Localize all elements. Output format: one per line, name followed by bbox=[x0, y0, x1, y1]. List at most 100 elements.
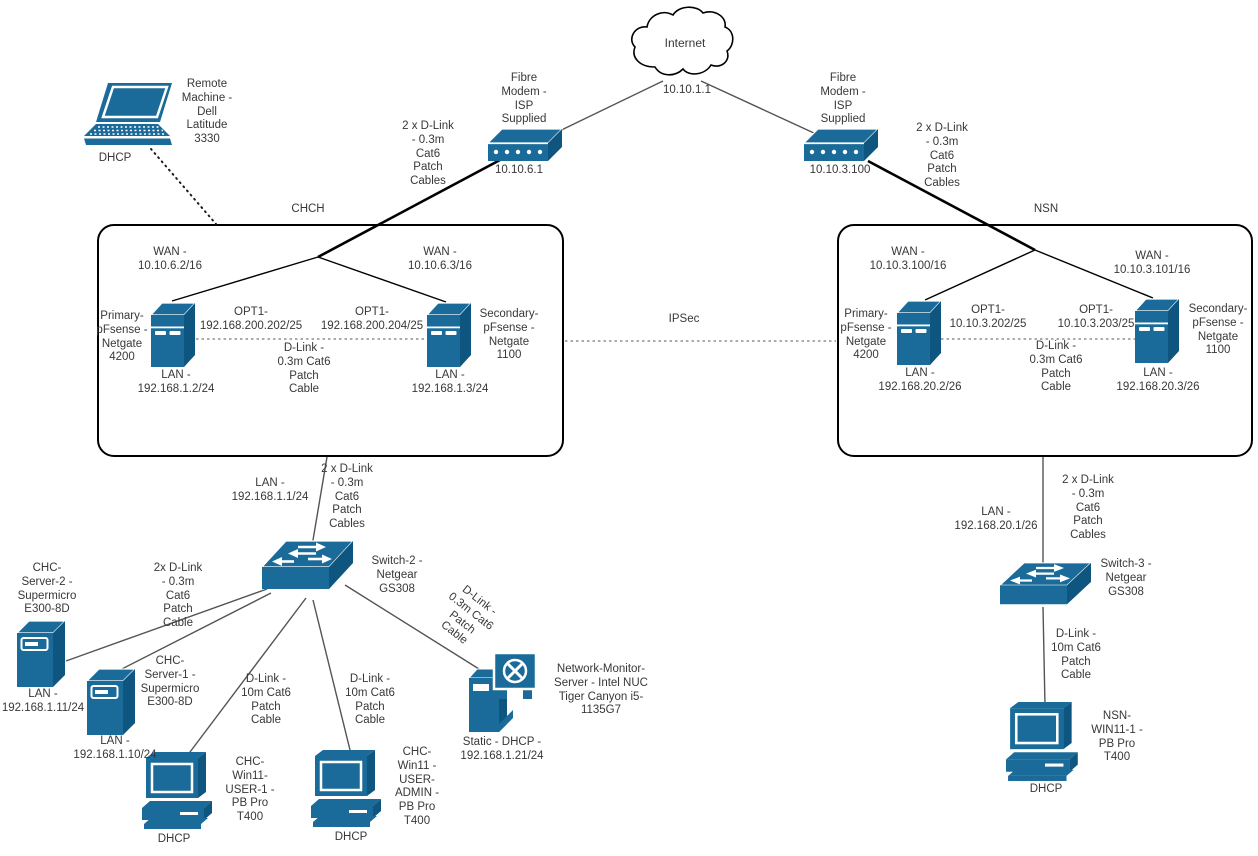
edge-chch-lan-switch2 bbox=[311, 456, 328, 547]
remote-laptop-node[interactable] bbox=[84, 82, 178, 152]
network-monitor-server-label: Network-Monitor- Server - Intel NUC Tige… bbox=[554, 663, 648, 717]
nsn-lan-gateway-label: LAN - 192.168.20.1/26 bbox=[954, 506, 1038, 532]
edge-switch2-user1 bbox=[186, 597, 307, 757]
firewall-tower-icon bbox=[896, 300, 942, 365]
chch-secondary-label: Secondary- pFsense - Netgate 1100 bbox=[479, 308, 539, 362]
chch-primary-pfsense-node[interactable] bbox=[150, 302, 196, 368]
admin-cable-label: D-Link - 10m Cat6 Patch Cable bbox=[345, 673, 395, 727]
modem-nsn-cable-label: 2 x D-Link - 0.3m Cat6 Patch Cables bbox=[916, 122, 968, 190]
chc-win11-user1-dhcp-label: DHCP bbox=[157, 833, 191, 845]
edge-remote-vpn bbox=[150, 148, 217, 225]
nsn-switch-cables-label: 2 x D-Link - 0.3m Cat6 Patch Cables bbox=[1062, 474, 1114, 542]
user1-cable-label: D-Link - 10m Cat6 Patch Cable bbox=[241, 673, 291, 727]
nsn-primary-label: Primary- pFsense - Netgate 4200 bbox=[840, 308, 892, 362]
edge-wan-chch-secondary bbox=[317, 256, 447, 303]
edge-wan-nsn-primary bbox=[924, 249, 1036, 301]
chc-win11-admin-node[interactable] bbox=[311, 750, 389, 828]
switch3-label: Switch-3 - Netgear GS308 bbox=[1100, 558, 1152, 598]
chch-sync-cable-label: D-Link - 0.3m Cat6 Patch Cable bbox=[277, 342, 331, 396]
chc-server2-node[interactable] bbox=[16, 620, 66, 688]
network-monitor-server-node[interactable] bbox=[468, 652, 538, 734]
internet-cloud-node[interactable] bbox=[625, 3, 737, 83]
fibre-modem-chch-node[interactable] bbox=[487, 128, 563, 164]
modem-nsn-ip-label: 10.10.3.100 bbox=[809, 164, 871, 176]
switch-icon bbox=[262, 540, 354, 589]
modem-chch-label: Fibre Modem - ISP Supplied bbox=[501, 72, 547, 126]
chch-site-title: CHCH bbox=[291, 203, 325, 215]
internet-label: Internet bbox=[664, 36, 706, 50]
firewall-tower-icon bbox=[426, 302, 472, 367]
nsn-secondary-pfsense-node[interactable] bbox=[1134, 298, 1180, 364]
chch-secondary-pfsense-node[interactable] bbox=[426, 302, 472, 368]
edge-internet-modem-nsn bbox=[700, 80, 817, 135]
nsn-secondary-wan-label: WAN - 10.10.3.101/16 bbox=[1113, 250, 1191, 276]
chch-secondary-lan-label: LAN - 192.168.1.3/24 bbox=[411, 369, 489, 395]
chc-win11-admin-label: CHC- Win11 - USER- ADMIN - PB Pro T400 bbox=[394, 746, 440, 827]
chc-server1-label: CHC- Server-1 - Supermicro E300-8D bbox=[140, 655, 200, 709]
chch-site-box bbox=[97, 224, 564, 457]
switch3-node[interactable] bbox=[1000, 562, 1092, 612]
chc-win11-user1-node[interactable] bbox=[142, 752, 220, 830]
chc-win11-admin-dhcp-label: DHCP bbox=[334, 831, 368, 843]
cloud-icon bbox=[631, 6, 734, 76]
nsn-site-title: NSN bbox=[1033, 203, 1059, 215]
edge-wan-nsn-secondary bbox=[1034, 249, 1154, 299]
remote-laptop-dhcp-label: DHCP bbox=[98, 152, 132, 164]
chch-lan-gateway-label: LAN - 192.168.1.1/24 bbox=[231, 477, 309, 503]
firewall-tower-icon bbox=[1134, 298, 1180, 363]
modem-icon bbox=[803, 128, 879, 161]
modem-icon bbox=[487, 128, 563, 161]
network-monitor-server-ip-label: Static - DHCP - 192.168.1.21/24 bbox=[460, 736, 544, 762]
server-tower-icon bbox=[86, 668, 136, 735]
switch2-node[interactable] bbox=[262, 540, 354, 598]
remote-laptop-label: Remote Machine - Dell Latitude 3330 bbox=[181, 78, 233, 146]
nsn-ws-cable-label: D-Link - 10m Cat6 Patch Cable bbox=[1051, 628, 1101, 682]
modem-chch-ip-label: 10.10.6.1 bbox=[495, 164, 543, 176]
workstation-icon bbox=[142, 752, 212, 829]
nsn-secondary-opt1-label: OPT1- 10.10.3.203/25 bbox=[1057, 304, 1135, 330]
chch-secondary-opt1-label: OPT1- 192.168.200.204/25 bbox=[320, 306, 424, 332]
modem-chch-cable-label: 2 x D-Link - 0.3m Cat6 Patch Cables bbox=[402, 120, 454, 188]
nsn-site-box bbox=[837, 224, 1253, 457]
chch-switch-cables-label: 2 x D-Link - 0.3m Cat6 Patch Cables bbox=[321, 463, 373, 531]
monitor-server-icon bbox=[468, 652, 538, 732]
chc-win11-user1-label: CHC- Win11- USER-1 - PB Pro T400 bbox=[225, 756, 275, 824]
edge-switch2-server2 bbox=[65, 588, 268, 662]
laptop-icon bbox=[84, 83, 172, 145]
edge-switch2-monitor bbox=[344, 584, 480, 670]
chch-primary-wan-label: WAN - 10.10.6.2/16 bbox=[138, 246, 202, 272]
edge-modem-nsn-trunk bbox=[867, 159, 1036, 252]
chc-server1-node[interactable] bbox=[86, 668, 136, 736]
chc-server1-lan-label: LAN - 192.168.1.10/24 bbox=[73, 735, 157, 761]
nsn-primary-pfsense-node[interactable] bbox=[896, 300, 942, 366]
nsn-primary-wan-label: WAN - 10.10.3.100/16 bbox=[869, 246, 947, 272]
chch-primary-lan-label: LAN - 192.168.1.2/24 bbox=[137, 369, 215, 395]
ipsec-label: IPSec bbox=[668, 313, 700, 325]
workstation-icon bbox=[1006, 702, 1078, 781]
nsn-win11-label: NSN- WIN11-1 - PB Pro T400 bbox=[1091, 710, 1143, 764]
server-tower-icon bbox=[16, 620, 66, 687]
internet-ip-label: 10.10.1.1 bbox=[663, 84, 711, 96]
nsn-primary-opt1-label: OPT1- 10.10.3.202/25 bbox=[949, 304, 1027, 330]
fibre-modem-nsn-node[interactable] bbox=[803, 128, 879, 164]
chch-servers-cable-label: 2x D-Link - 0.3m Cat6 Patch Cable bbox=[153, 562, 203, 630]
nsn-sync-cable-label: D-Link - 0.3m Cat6 Patch Cable bbox=[1029, 340, 1083, 394]
nsn-primary-lan-label: LAN - 192.168.20.2/26 bbox=[878, 367, 962, 393]
chc-server2-lan-label: LAN - 192.168.1.11/24 bbox=[1, 688, 85, 714]
nsn-secondary-lan-label: LAN - 192.168.20.3/26 bbox=[1116, 367, 1200, 393]
switch2-label: Switch-2 - Netgear GS308 bbox=[371, 555, 423, 595]
switch-icon bbox=[1000, 562, 1092, 605]
edge-wan-chch-primary bbox=[171, 256, 319, 302]
chch-primary-label: Primary- pFsense - Netgate 4200 bbox=[96, 310, 148, 364]
nsn-win11-node[interactable] bbox=[1006, 702, 1086, 782]
edge-modem-chch-trunk bbox=[317, 158, 501, 259]
edge-switch2-server1 bbox=[113, 592, 272, 674]
modem-nsn-label: Fibre Modem - ISP Supplied bbox=[820, 72, 866, 126]
chch-secondary-wan-label: WAN - 10.10.6.3/16 bbox=[408, 246, 472, 272]
edge-switch3-ws bbox=[1042, 606, 1046, 707]
firewall-tower-icon bbox=[150, 302, 196, 367]
edge-internet-modem-chch bbox=[548, 80, 664, 137]
nsn-secondary-label: Secondary- pFsense - Netgate 1100 bbox=[1188, 303, 1248, 357]
